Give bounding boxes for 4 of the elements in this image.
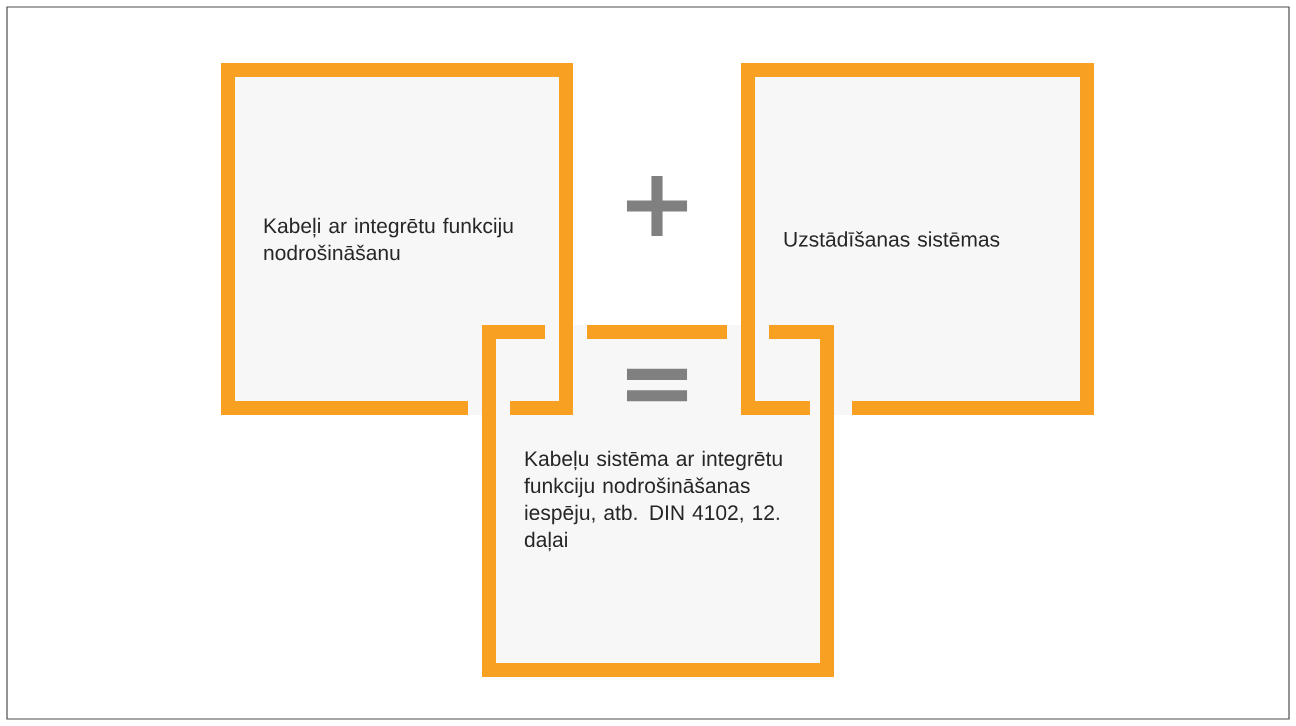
frame-box: Kabeļi ar integrētu funkciju nodrošināšanu: [221, 63, 573, 415]
frame-box: Uzstādīšanas sistēmas: [741, 63, 1094, 415]
equals-sign: =: [626, 368, 688, 402]
plus-sign: +: [626, 175, 688, 237]
